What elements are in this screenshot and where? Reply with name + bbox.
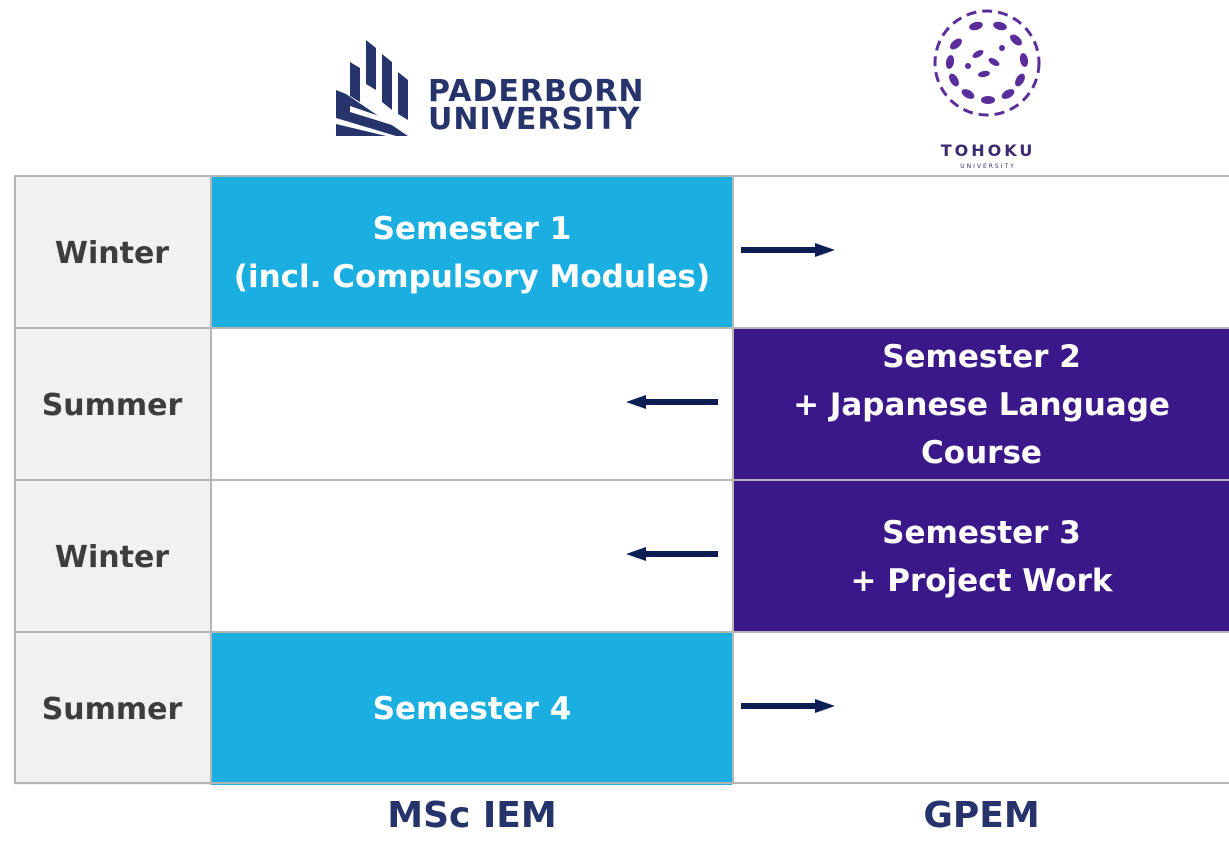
- tohoku-logo: TOHOKU UNIVERSITY: [918, 4, 1058, 172]
- paderborn-semester-cell: Semester 4: [212, 633, 732, 785]
- grid-line: [732, 175, 734, 784]
- grid-line: [14, 631, 1229, 633]
- tohoku-semester-cell: Semester 2 + Japanese Language Course: [734, 329, 1229, 481]
- paderborn-logo-line1: PADERBORN: [428, 74, 645, 109]
- paderborn-logo-line2: UNIVERSITY: [428, 102, 641, 137]
- grid-line: [14, 175, 1229, 177]
- paderborn-logo-mark: [336, 40, 408, 136]
- arrow-left-icon: [626, 395, 718, 409]
- season-cell: Summer: [14, 633, 212, 785]
- semester-detail: + Japanese Language Course: [793, 387, 1170, 471]
- semester-title: Semester 4: [372, 691, 572, 727]
- semester-title: Semester 1: [372, 211, 572, 247]
- tohoku-logo-subtitle: UNIVERSITY: [960, 163, 1016, 170]
- paderborn-logo-text: PADERBORN UNIVERSITY: [428, 74, 645, 137]
- tohoku-logo-name: TOHOKU: [940, 141, 1036, 160]
- program-label-tohoku: GPEM: [923, 795, 1040, 836]
- grid-line: [14, 782, 1229, 784]
- semester-detail: + Project Work: [850, 563, 1113, 599]
- arrow-right-icon: [741, 699, 835, 713]
- paderborn-logo: PADERBORN UNIVERSITY: [336, 40, 644, 140]
- grid-line: [14, 327, 1229, 329]
- semester-title: Semester 3: [882, 515, 1081, 551]
- arrow-left-icon: [626, 547, 718, 561]
- grid-line: [14, 479, 1229, 481]
- program-label-paderborn: MSc IEM: [387, 795, 557, 836]
- grid-line: [14, 175, 16, 784]
- season-cell: Winter: [14, 481, 212, 633]
- season-cell: Summer: [14, 329, 212, 481]
- exchange-schedule-grid: Winter Semester 1 (incl. Compulsory Modu…: [14, 175, 1229, 785]
- season-cell: Winter: [14, 177, 212, 329]
- semester-title: Semester 2: [882, 339, 1081, 375]
- tohoku-seal-icon: [933, 9, 1041, 117]
- arrow-right-icon: [741, 243, 835, 257]
- tohoku-semester-cell: Semester 3 + Project Work: [734, 481, 1229, 633]
- paderborn-semester-cell: Semester 1 (incl. Compulsory Modules): [212, 177, 732, 329]
- semester-detail: (incl. Compulsory Modules): [233, 259, 711, 295]
